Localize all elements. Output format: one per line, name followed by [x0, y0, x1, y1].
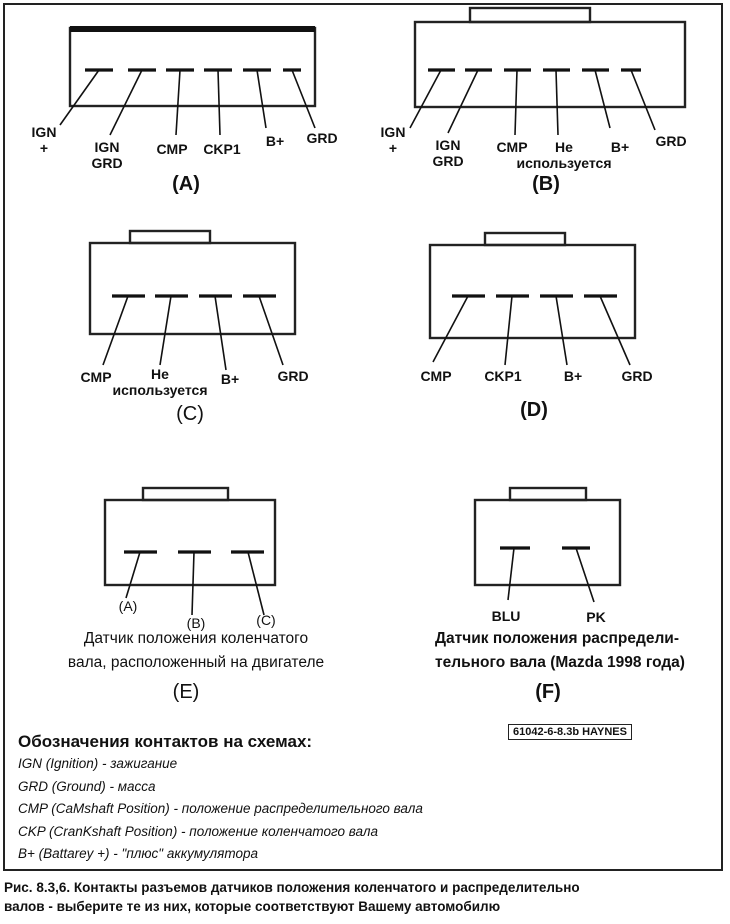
connector-housing	[68, 26, 317, 108]
connector-description: Датчик положения коленчатого	[84, 630, 308, 647]
pin-leader-line	[159, 295, 172, 366]
connector-description: тельного вала (Mazda 1998 года)	[435, 654, 685, 671]
connector-description: Датчик положения распредели-	[435, 630, 679, 647]
pin-leader-line	[432, 295, 469, 363]
pin-label: B+	[564, 368, 582, 384]
pin-leader-line	[109, 69, 143, 136]
connector-name: (E)	[173, 681, 200, 703]
pin-leader-line	[507, 547, 515, 601]
connector-housing	[88, 241, 297, 336]
pin-label: (C)	[256, 612, 275, 628]
pin-leader-line	[247, 551, 265, 616]
pin-leader-line	[214, 295, 227, 371]
pin-label: GRD	[621, 368, 652, 384]
pin-label: BLU	[492, 608, 521, 624]
pin-leader-line	[555, 295, 568, 366]
connector-key-tab	[468, 6, 592, 24]
pin-leader-line	[594, 69, 611, 129]
pin-label: +	[40, 140, 48, 156]
pin-leader-line	[555, 69, 559, 136]
connector-name: (B)	[532, 173, 560, 195]
pin-leader-line	[514, 69, 518, 136]
pin-label: (A)	[119, 598, 138, 614]
pin-leader-line	[409, 69, 442, 129]
pin-label: GRD	[91, 155, 122, 171]
pin-label: IGN	[95, 139, 120, 155]
pin-label: (B)	[187, 615, 206, 631]
legend-item: CMP (CaMshaft Position) - положение расп…	[18, 801, 423, 816]
connector-key-tab	[508, 486, 588, 502]
pin-leader-line	[256, 69, 267, 129]
connector-housing	[473, 498, 622, 587]
pin-label: IGN	[32, 124, 57, 140]
pin-leader-line	[630, 69, 656, 131]
pin-leader-line	[175, 69, 181, 136]
figure-frame	[3, 3, 723, 871]
legend-item: GRD (Ground) - масса	[18, 779, 156, 794]
pin-label: CMP	[496, 139, 527, 155]
pin-leader-line	[291, 69, 316, 129]
pin-label: +	[389, 140, 397, 156]
pin-label: используется	[517, 155, 612, 171]
legend-item: IGN (Ignition) - зажигание	[18, 756, 178, 771]
connector-key-tab	[483, 231, 567, 247]
pin-leader-line	[191, 551, 195, 616]
figure-caption-line: валов - выберите те из них, которые соот…	[4, 899, 501, 914]
pin-label: CKP1	[484, 368, 522, 384]
pin-label: CMP	[420, 368, 451, 384]
pin-label: B+	[221, 371, 239, 387]
pin-label: Не	[151, 366, 169, 382]
pin-label: CMP	[156, 141, 187, 157]
connector-housing	[428, 243, 637, 340]
pin-label: Не	[555, 139, 573, 155]
connector-housing	[413, 20, 687, 109]
connector-name: (C)	[176, 403, 204, 425]
pin-label: GRD	[306, 130, 337, 146]
pin-label: IGN	[381, 124, 406, 140]
pin-leader-line	[447, 69, 479, 134]
pin-leader-line	[575, 547, 595, 603]
pin-label: IGN	[436, 137, 461, 153]
reference-code: 61042-6-8.3b HAYNES	[508, 724, 632, 740]
connector-name: (D)	[520, 399, 548, 421]
pin-label: используется	[113, 382, 208, 398]
pin-leader-line	[59, 69, 100, 126]
connector-name: (A)	[172, 173, 200, 195]
legend-item: CKP (CranKshaft Position) - положение ко…	[18, 824, 378, 839]
pin-leader-line	[599, 295, 631, 366]
pin-leader-line	[504, 295, 513, 366]
legend-item: B+ (Battarey +) - "плюс" аккумулятора	[18, 846, 258, 861]
pin-leader-line	[102, 295, 129, 366]
pin-label: GRD	[432, 153, 463, 169]
pin-label: CMP	[80, 369, 111, 385]
pin-label: GRD	[277, 368, 308, 384]
connector-description: вала, расположенный на двигателе	[68, 654, 324, 671]
figure-caption-line: Рис. 8.3,6. Контакты разъемов датчиков п…	[4, 880, 580, 895]
connector-key-tab	[128, 229, 212, 245]
connector-name: (F)	[535, 681, 561, 703]
pin-label: PK	[586, 609, 605, 625]
pin-label: B+	[611, 139, 629, 155]
pin-leader-line	[217, 69, 221, 136]
pin-label: CKP1	[203, 141, 241, 157]
connector-key-tab	[141, 486, 230, 502]
connector-housing	[103, 498, 277, 587]
pin-leader-line	[258, 295, 284, 366]
pin-leader-line	[125, 551, 141, 599]
pin-label: B+	[266, 133, 284, 149]
pin-label: GRD	[655, 133, 686, 149]
legend-title: Обозначения контактов на схемах:	[18, 732, 313, 751]
